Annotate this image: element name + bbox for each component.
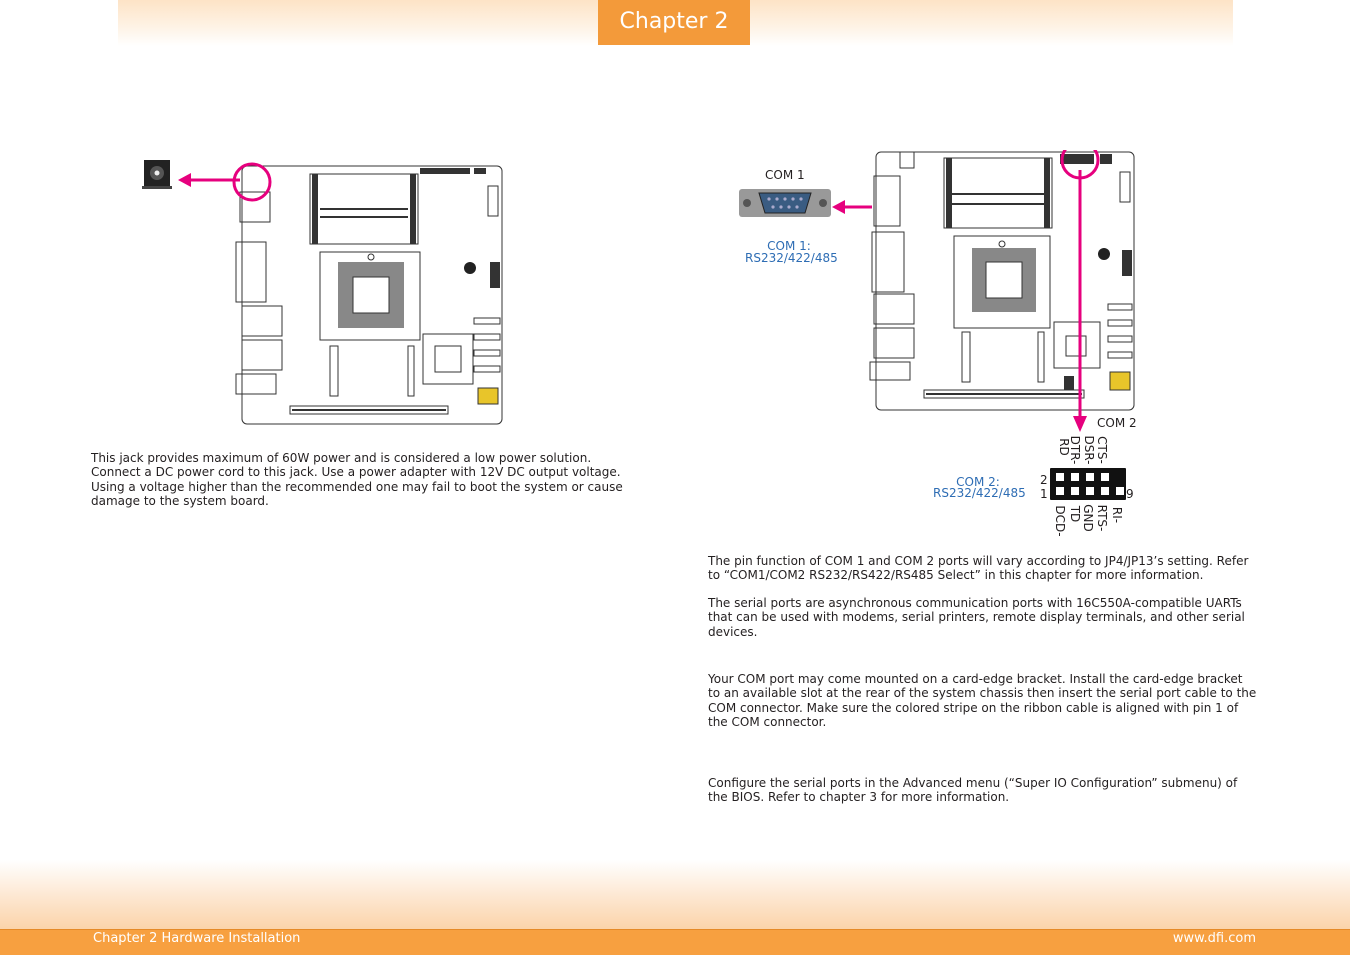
motherboard-diagram-right: [869, 150, 1135, 411]
pin-label-dcd: DCD-: [1053, 505, 1067, 537]
pin-number-1: 1: [1040, 487, 1048, 501]
pin-label-td: TD: [1068, 505, 1082, 523]
com1-type-line2: RS232/422/485: [745, 251, 838, 265]
com-pin-function-paragraph: The pin function of COM 1 and COM 2 port…: [708, 554, 1249, 583]
footer-band: [0, 860, 1350, 930]
pin-label-dtr: DTR-: [1068, 435, 1082, 465]
chapter-tab: Chapter 2: [598, 0, 750, 45]
pin-number-9: 9: [1126, 487, 1134, 501]
left-arrow: [178, 173, 240, 187]
dc-jack-icon: [142, 160, 172, 189]
pin-label-dsr: DSR-: [1082, 435, 1096, 465]
footer-chapter-title: Chapter 2 Hardware Installation: [93, 931, 301, 946]
pin-label-gnd: GND: [1081, 504, 1095, 532]
com2-pin-header: [1050, 468, 1126, 500]
pin-number-2: 2: [1040, 473, 1048, 487]
com1-arrow: [832, 200, 872, 214]
footer-bar: [0, 929, 1350, 955]
com-bios-paragraph: Configure the serial ports in the Advanc…: [708, 776, 1238, 805]
com1-label: COM 1: [765, 168, 805, 182]
footer-website-link[interactable]: www.dfi.com: [1172, 931, 1256, 946]
com2-type-line1: COM 2:: [956, 475, 1000, 489]
pin-label-ri: RI-: [1110, 506, 1124, 524]
db9-port-icon: [739, 189, 831, 217]
com1-type-line1: COM 1:: [767, 239, 811, 253]
com-serial-ports-paragraph: The serial ports are asynchronous commun…: [708, 596, 1245, 639]
com-bracket-paragraph: Your COM port may come mounted on a card…: [708, 672, 1257, 730]
com2-type-line2: RS232/422/485: [933, 486, 1026, 500]
pin-label-rts: RTS-: [1095, 504, 1109, 532]
motherboard-diagram-left: [232, 162, 503, 425]
com2-label: COM 2: [1097, 416, 1137, 430]
pin-label-cts: CTS-: [1095, 436, 1109, 464]
com2-arrow: [1073, 170, 1087, 432]
dc-jack-description: This jack provides maximum of 60W power …: [91, 451, 623, 509]
